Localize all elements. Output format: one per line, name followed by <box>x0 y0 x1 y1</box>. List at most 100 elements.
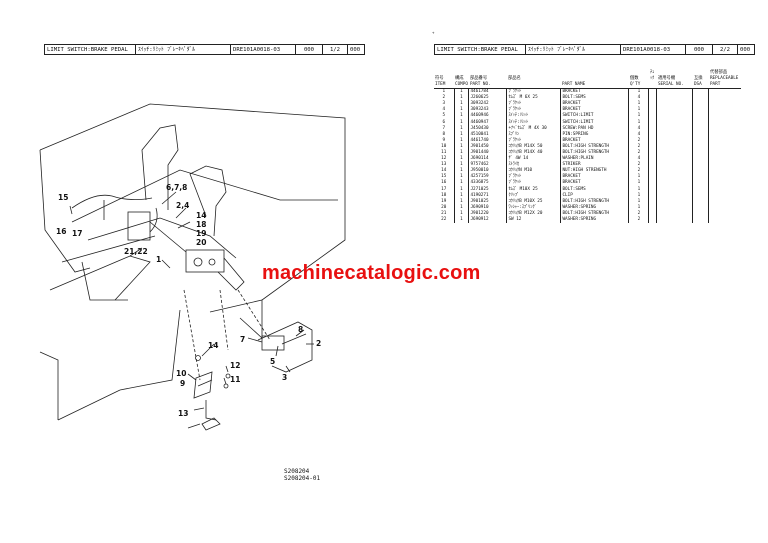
cell-replaceable <box>708 156 741 163</box>
cell-jp-name: ｺｳﾘｮｸB M14X 40 <box>506 149 561 157</box>
cell-serial <box>656 210 693 217</box>
cell-comp: 1 <box>453 156 469 163</box>
cell-part-name: BOLT:HIGH STRENGTH <box>560 143 629 150</box>
cell-check <box>648 156 657 163</box>
cell-comp: 1 <box>453 137 469 144</box>
right-jp-title: ｽｲｯﾁ:ﾘﾐｯﾄ ﾌﾞﾚｰｷﾍﾟﾀﾞﾙ <box>525 44 620 55</box>
cell-item: 15 <box>441 174 447 180</box>
cell-part-name: BRACKET <box>560 137 629 144</box>
cell-replaceable <box>708 143 741 150</box>
cell-qty: 4 <box>628 131 649 138</box>
cell-comp: 1 <box>453 192 469 199</box>
cell-replaceable <box>708 198 741 205</box>
cell-jp-name: ｺｳﾘｮｸB M10X 25 <box>506 198 561 205</box>
cell-serial <box>656 113 693 120</box>
cell-check <box>648 143 657 150</box>
cell-item: 10 <box>441 143 447 149</box>
cell-qty: 2 <box>628 216 649 224</box>
cell-jp-name: ﾌﾞﾗｹｯﾄ <box>506 137 561 144</box>
right-suffix: 000 <box>737 44 755 55</box>
cell-jp-name: ﾌﾞﾗｹｯﾄ <box>506 107 561 114</box>
cell-qty: 1 <box>628 101 649 108</box>
cell-serial <box>656 204 693 211</box>
cell-check <box>648 204 657 211</box>
cell-item: 16 <box>441 180 447 186</box>
cell-item: 9 <box>442 137 446 143</box>
figure-numbers: S208204 S208204-01 <box>284 468 320 482</box>
cell-part-no: 4460947 <box>468 119 507 126</box>
cell-part-name: BRACKET <box>560 88 629 96</box>
cell-qty: 1 <box>628 88 649 96</box>
cell-comp: 1 <box>453 149 469 157</box>
cell-serial <box>656 156 693 163</box>
cell-comp: 1 <box>453 174 469 181</box>
cell-check <box>648 101 657 108</box>
cell-check <box>648 186 657 193</box>
cell-jp-name: ｺｳﾘｮｸB M14X 50 <box>506 143 561 150</box>
cell-check <box>648 192 657 199</box>
cell-replaceable <box>708 119 741 126</box>
cell-part-name: WASHER:SPRING <box>560 216 629 224</box>
cell-part-name: CLIP <box>560 192 629 199</box>
cell-check <box>648 168 657 175</box>
cell-replaceable <box>708 113 741 120</box>
cell-part-name: BOLT:SEMS <box>560 186 629 193</box>
cell-part-no: J690912 <box>468 216 507 224</box>
cell-comp: 1 <box>453 119 469 126</box>
cell-serial <box>656 119 693 126</box>
callout-1: 1 <box>156 255 161 264</box>
cell-replaceable <box>708 88 741 96</box>
cell-qty: 1 <box>628 192 649 199</box>
figure-number-2: S208204-01 <box>284 475 321 482</box>
cell-jp-name: ｽﾌﾟﾘﾝ <box>506 131 561 138</box>
left-title-block: LIMIT SWITCH:BRAKE PEDAL ｽｲｯﾁ:ﾘﾐｯﾄ ﾌﾞﾚｰｷ… <box>44 44 365 55</box>
cell-dsa <box>692 137 709 144</box>
cell-check <box>648 149 657 157</box>
cell-dsa <box>692 192 709 199</box>
left-page-number: 1/2 <box>322 44 347 55</box>
cell-part-name: SWITCH:LIMIT <box>560 119 629 126</box>
cell-part-no: J450430 <box>468 125 507 132</box>
cell-replaceable <box>708 192 741 199</box>
cell-replaceable <box>708 186 741 193</box>
cell-part-no: J271025 <box>468 186 507 193</box>
cell-serial <box>656 192 693 199</box>
cell-dsa <box>692 198 709 205</box>
cell-jp-name: ﾌﾞﾗｹｯﾄ <box>506 174 561 181</box>
cell-comp: 1 <box>453 88 469 96</box>
left-num: 000 <box>295 44 322 55</box>
cell-comp: 1 <box>453 113 469 120</box>
header-part-name: PART NAME <box>560 70 629 89</box>
cell-jp-name: ﾌﾞﾗｹｯﾄ <box>506 101 561 108</box>
cell-replaceable <box>708 101 741 108</box>
cell-serial <box>656 198 693 205</box>
cell-jp-name: ｽｲｯﾁ:ﾘﾐｯﾄ <box>506 113 561 120</box>
callout-2-4: 2,4 <box>176 201 189 210</box>
cell-dsa <box>692 186 709 193</box>
cell-qty: 1 <box>628 186 649 193</box>
left-jp-title: ｽｲｯﾁ:ﾘﾐｯﾄ ﾌﾞﾚｰｷﾍﾟﾀﾞﾙ <box>135 44 230 55</box>
cell-serial <box>656 174 693 181</box>
cell-qty: 4 <box>628 95 649 102</box>
callout-3: 3 <box>282 373 287 382</box>
callout-12: 12 <box>230 361 240 370</box>
callout-21-22: 21,22 <box>124 247 148 256</box>
cell-comp: 1 <box>453 186 469 193</box>
cell-check <box>648 95 657 102</box>
cell-dsa <box>692 131 709 138</box>
cell-dsa <box>692 210 709 217</box>
cell-check <box>648 174 657 181</box>
left-page: LIMIT SWITCH:BRAKE PEDAL ｽｲｯﾁ:ﾘﾐｯﾄ ﾌﾞﾚｰｷ… <box>44 44 365 55</box>
callout-10: 10 <box>176 369 186 378</box>
cell-item: 22 <box>441 217 447 223</box>
